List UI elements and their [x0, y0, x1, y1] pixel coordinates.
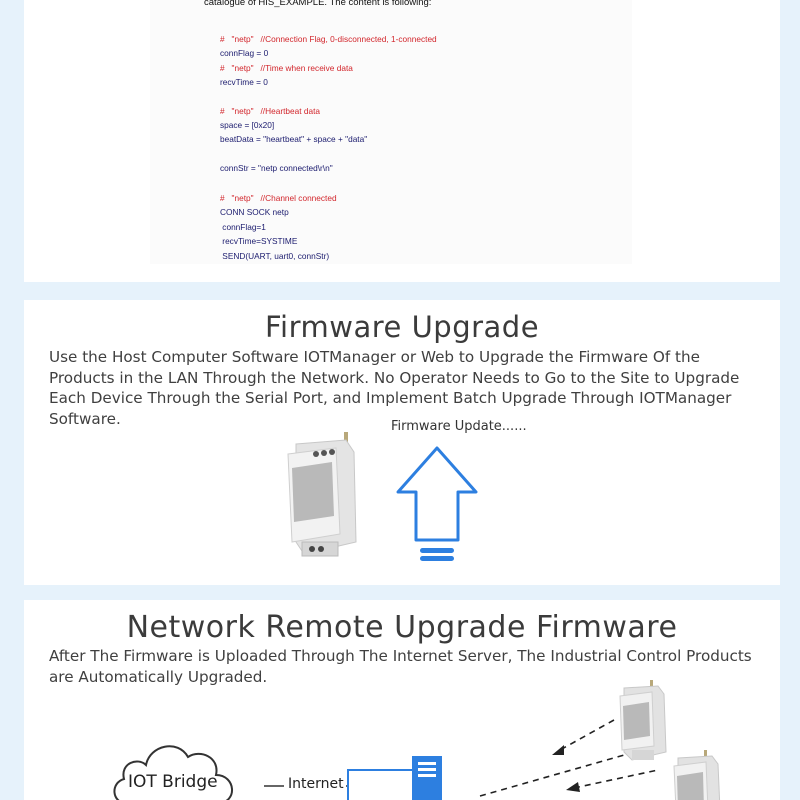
- code-panel: catalogue of HIS_EXAMPLE. The content is…: [150, 0, 632, 264]
- firmware-upgrade-title: Firmware Upgrade: [264, 310, 540, 344]
- code-intro: catalogue of HIS_EXAMPLE. The content is…: [204, 0, 432, 8]
- internet-label: Internet: [288, 776, 344, 792]
- code-line: # "netp" //Time when receive data: [220, 63, 353, 73]
- code-line: # "netp" //Channel connected: [220, 193, 337, 203]
- code-line: space = [0x20]: [220, 120, 275, 130]
- code-line: SEND(UART, uart0, connStr): [220, 251, 330, 261]
- code-line: connFlag = 0: [220, 48, 269, 58]
- code-card: catalogue of HIS_EXAMPLE. The content is…: [24, 0, 780, 282]
- code-line: beatData = "heartbeat" + space + "data": [220, 134, 368, 144]
- code-line: # "netp" //Heartbeat data: [220, 106, 320, 116]
- din-rail-device-icon: [673, 750, 721, 800]
- code-line: # "netp" //Connection Flag, 0-disconnect…: [220, 34, 437, 44]
- firmware-upgrade-card: Firmware Upgrade Use the Host Computer S…: [24, 300, 780, 585]
- network-remote-upgrade-card: Network Remote Upgrade Firmware After Th…: [24, 600, 780, 800]
- iot-bridge-label: IOT Bridge: [128, 772, 218, 792]
- code-line: connStr = "netp connected\r\n": [220, 163, 333, 173]
- code-line: connFlag=1: [220, 222, 266, 232]
- code-line: CONN SOCK netp: [220, 207, 289, 217]
- firmware-update-label: Firmware Update......: [391, 419, 527, 434]
- network-remote-description: After The Firmware is Uploaded Through T…: [49, 647, 752, 686]
- computer-server-icon: [347, 756, 442, 800]
- cloud-icon: [113, 745, 233, 800]
- din-rail-device-icon: [619, 680, 667, 761]
- din-rail-device-icon: [287, 432, 357, 557]
- code-line: recvTime=SYSTIME: [220, 236, 298, 246]
- firmware-upgrade-description: Use the Host Computer Software IOTManage…: [49, 348, 740, 428]
- upload-arrow-icon: [396, 446, 478, 561]
- dashed-arrows: [479, 719, 671, 797]
- code-line: recvTime = 0: [220, 77, 268, 87]
- network-remote-title: Network Remote Upgrade Firmware: [126, 610, 678, 645]
